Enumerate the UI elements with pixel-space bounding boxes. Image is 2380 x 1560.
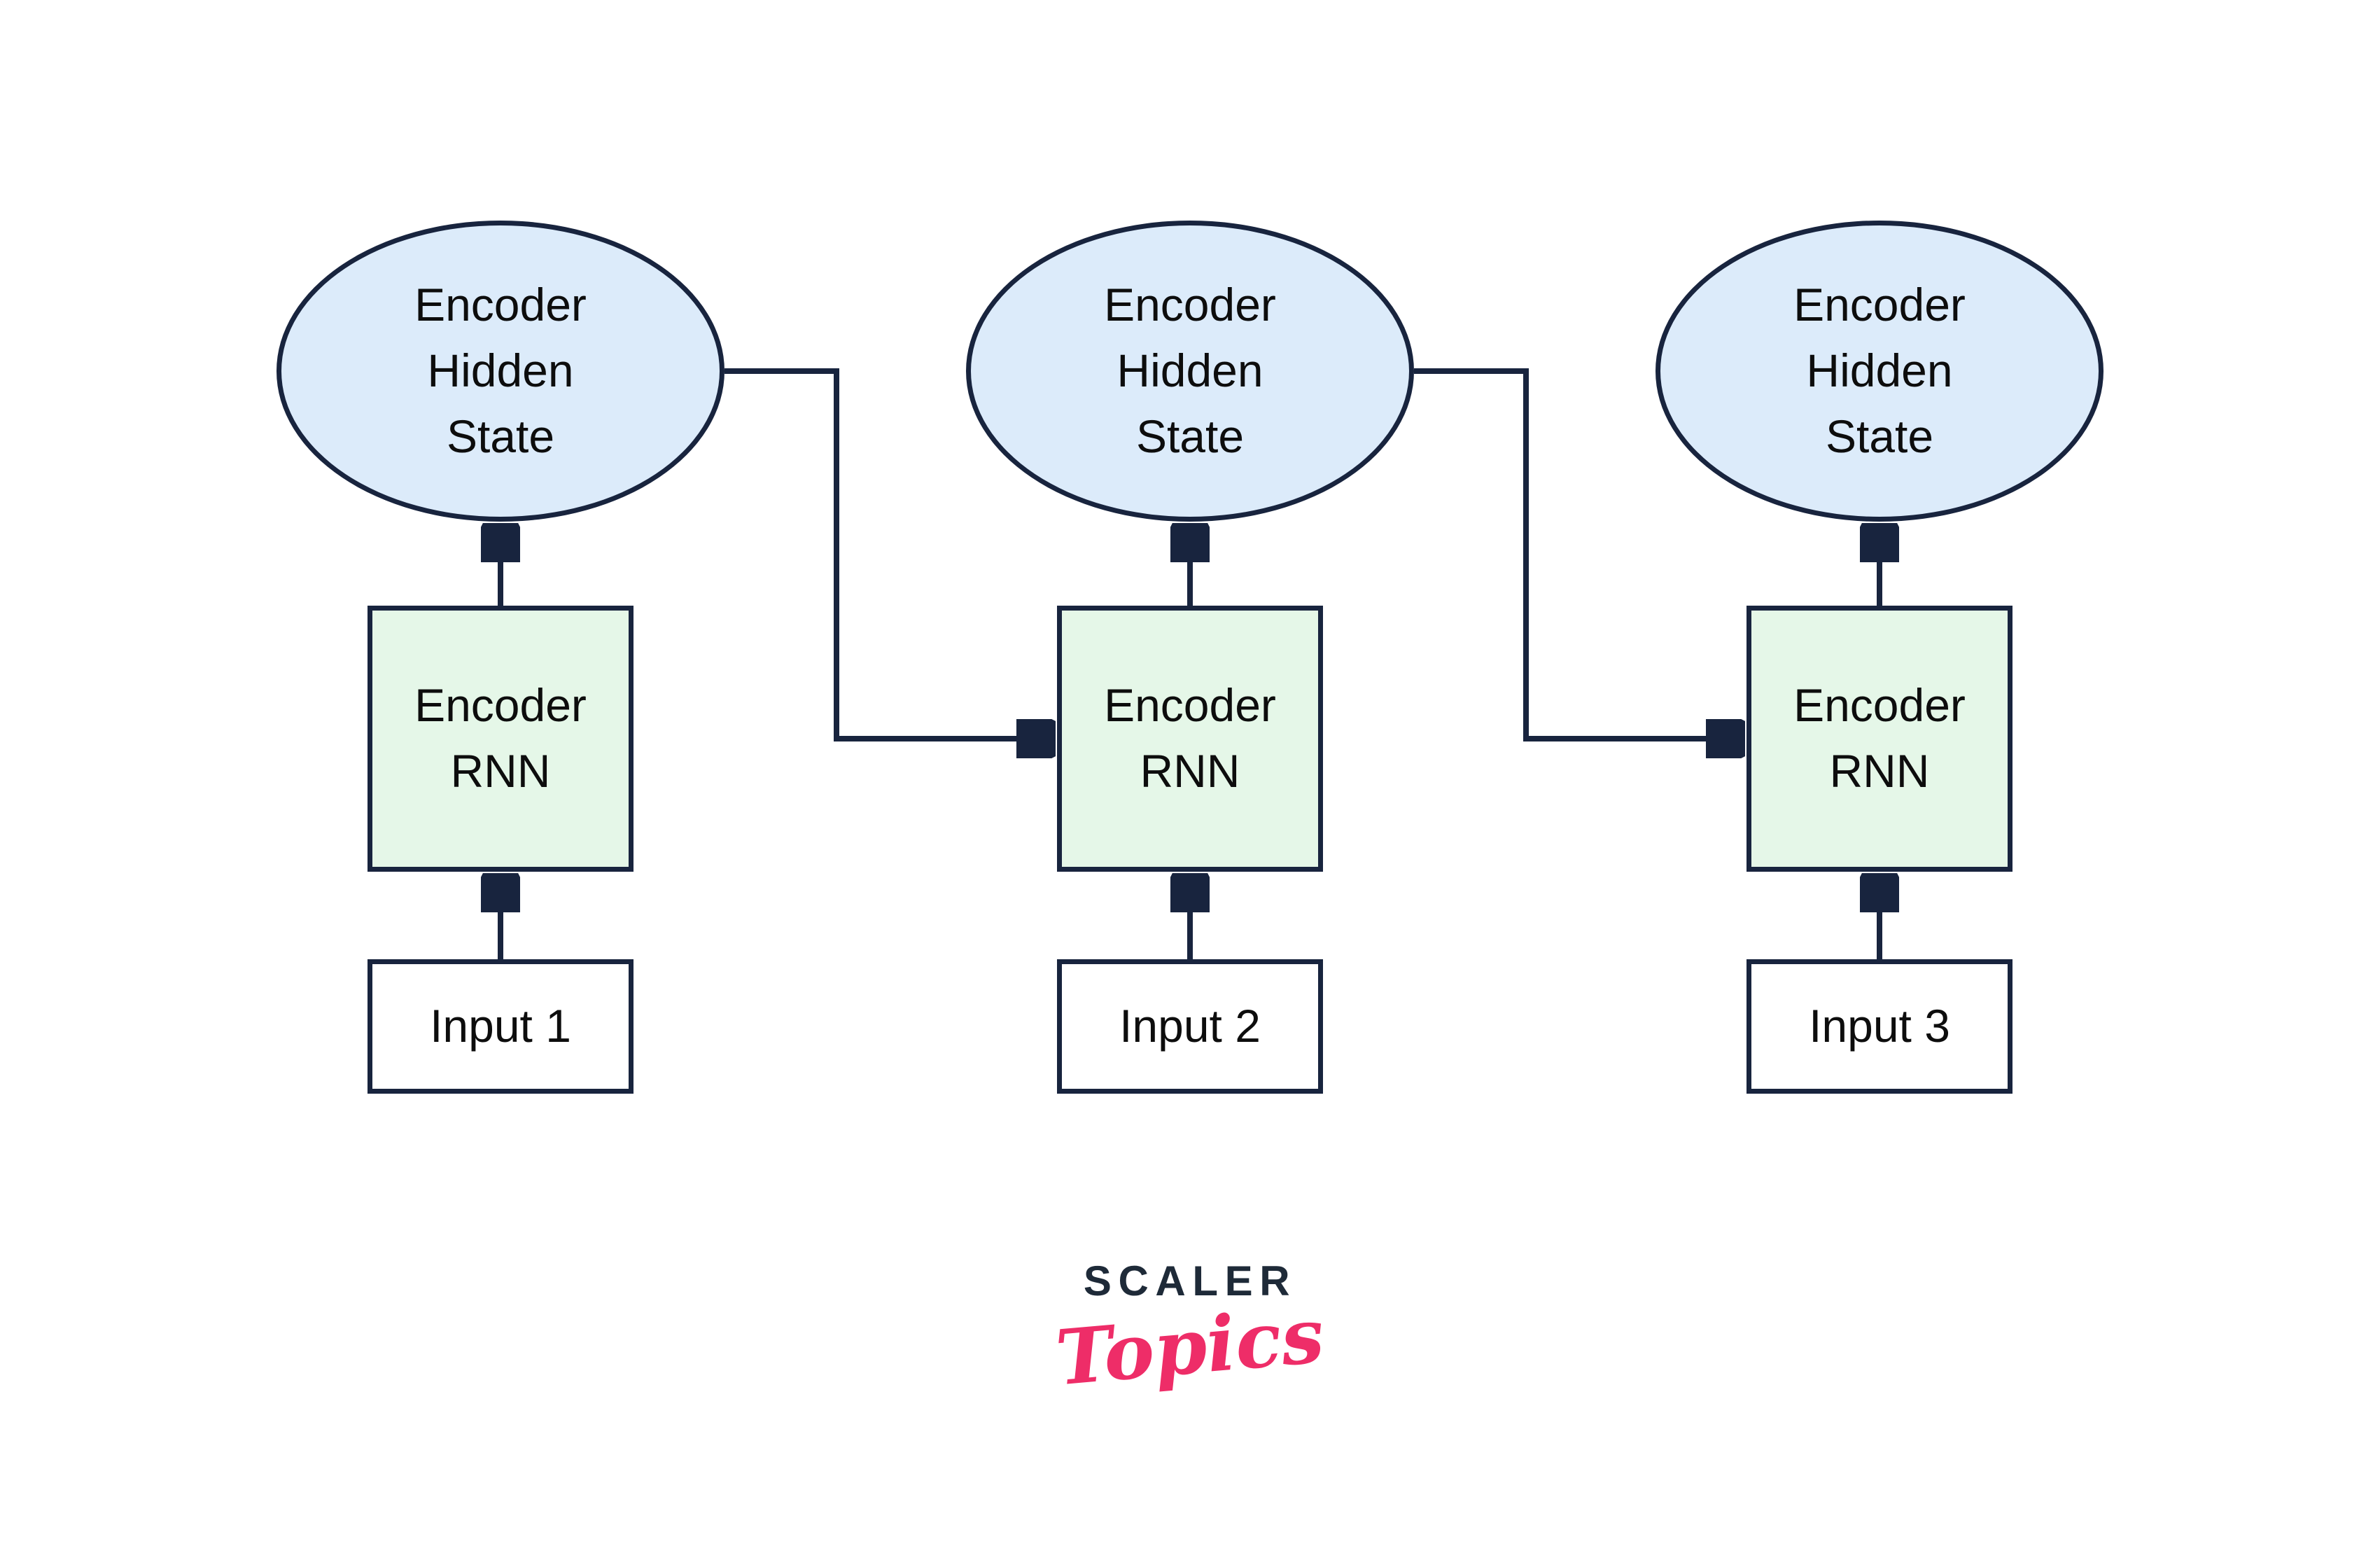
encoder-rnn-node-1: Encoder RNN (368, 606, 634, 872)
topics-wordmark: Topics (1052, 1291, 1328, 1403)
scaler-wordmark: SCALER (1083, 1258, 1297, 1304)
input-node-1: Input 1 (368, 959, 634, 1094)
hidden-state-node-3: Encoder Hidden State (1656, 221, 2104, 522)
hidden-state-node-1: Encoder Hidden State (276, 221, 724, 522)
encoder-rnn-node-2: Encoder RNN (1057, 606, 1323, 872)
connector-hidden-state1-to-rnn2 (724, 368, 1018, 739)
input-node-2: Input 2 (1057, 959, 1323, 1094)
hidden-state-node-2: Encoder Hidden State (966, 221, 1414, 522)
encoder-rnn-node-3: Encoder RNN (1746, 606, 2012, 872)
input-node-3: Input 3 (1746, 959, 2012, 1094)
scaler-topics-logo: SCALER Topics (1053, 1257, 1328, 1402)
connector-hidden-state2-to-rnn3 (1414, 368, 1708, 739)
